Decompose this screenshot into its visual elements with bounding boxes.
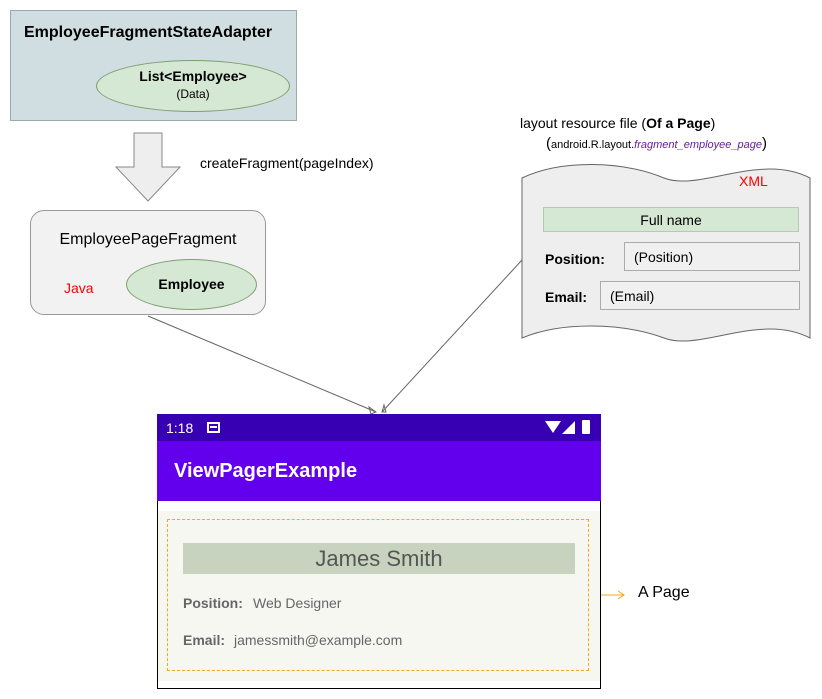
layout-resource-id: (android.R.layout.fragment_employee_page… — [546, 135, 767, 152]
adapter-title: EmployeeFragmentStateAdapter — [24, 24, 273, 41]
page-email-value: jamessmith@example.com — [234, 632, 403, 648]
full-name-field: Full name — [543, 207, 799, 232]
signal-icon — [562, 421, 575, 434]
status-bar — [157, 414, 601, 441]
page-area[interactable] — [158, 511, 600, 681]
position-label: Position: — [545, 251, 605, 267]
email-label: Email: — [545, 289, 588, 305]
layout-resource-label: layout resource file (Of a Page) — [520, 115, 820, 131]
list-ellipse — [96, 60, 290, 112]
email-field: (Email) — [600, 281, 800, 310]
a-page-label: A Page — [638, 584, 690, 601]
layout-resource-id-open: ( — [546, 135, 551, 152]
app-title: ViewPagerExample — [174, 460, 358, 482]
fragment-to-page-line — [147, 315, 377, 413]
layout-resource-label-prefix: layout resource file ( — [520, 115, 647, 131]
layout-resource-id-name: fragment_employee_page — [634, 139, 762, 151]
create-fragment-arrow — [114, 132, 182, 202]
fragment-title: EmployeePageFragment — [59, 231, 237, 248]
layout-resource-id-close: ) — [761, 135, 767, 152]
create-fragment-label: createFragment(pageIndex) — [200, 155, 374, 171]
page-position-label: Position: — [183, 595, 243, 611]
page-outline — [167, 519, 589, 671]
java-label: Java — [64, 280, 94, 296]
layout-to-page-line — [381, 259, 523, 413]
position-field: (Position) — [624, 242, 800, 271]
layout-resource-label-bold: Of a Page — [646, 115, 711, 131]
status-time: 1:18 — [166, 420, 194, 436]
layout-resource-label-suffix: ) — [710, 115, 716, 131]
wifi-icon — [545, 421, 561, 433]
notification-icon — [207, 422, 220, 433]
list-sub-label: (Data) — [176, 87, 210, 101]
list-label: List<Employee> — [139, 68, 247, 84]
page-position-value: Web Designer — [253, 595, 342, 611]
app-bar — [157, 441, 601, 501]
a-page-connector-head — [617, 590, 625, 600]
employee-ellipse — [126, 259, 257, 310]
arrowheads — [368, 403, 387, 415]
employee-name: James Smith — [183, 543, 575, 574]
page-email-label: Email: — [183, 632, 226, 648]
layout-resource-id-prefix: android.R.layout. — [551, 139, 635, 151]
employee-label: Employee — [158, 276, 225, 292]
xml-label: XML — [739, 173, 768, 189]
battery-icon — [582, 420, 590, 434]
